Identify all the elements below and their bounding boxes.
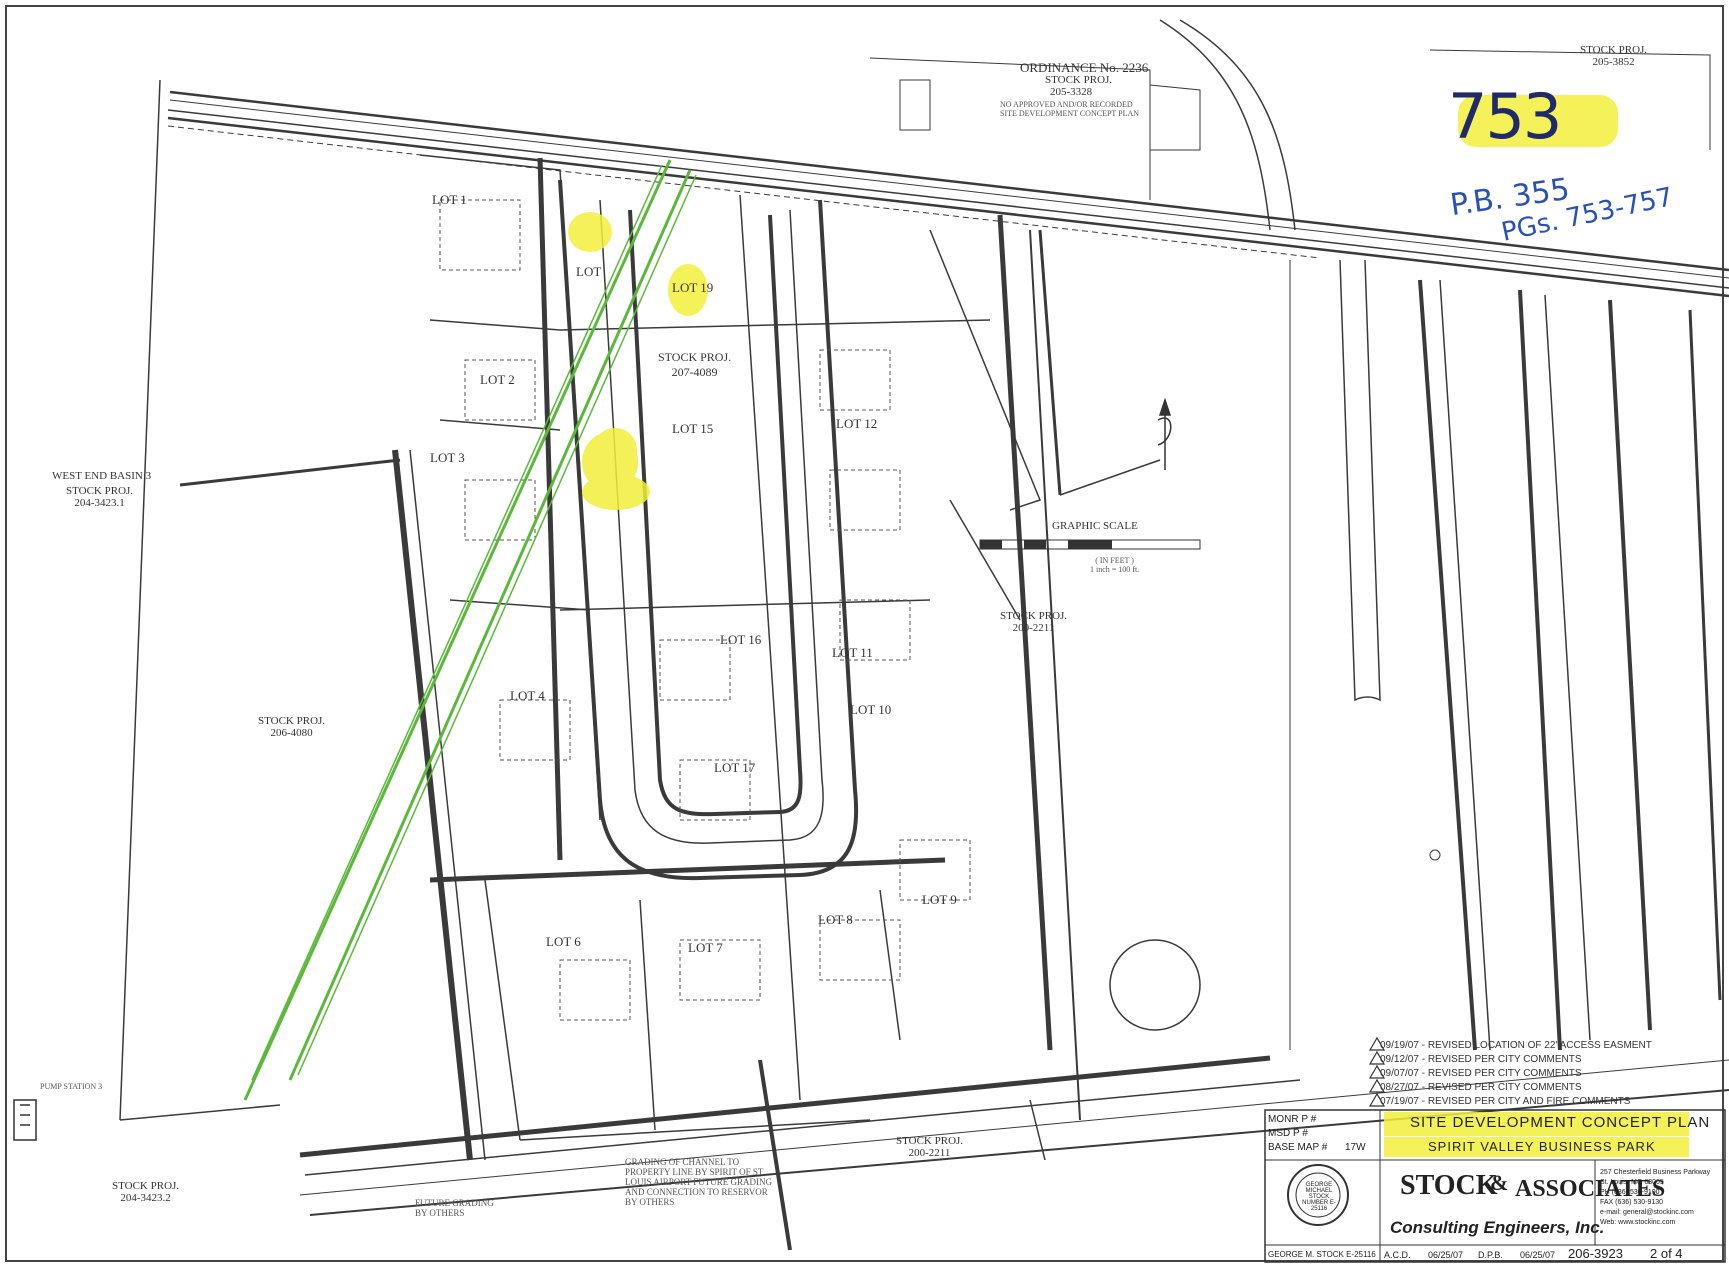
stock-proj-207-4089: STOCK PROJ. 207-4089 bbox=[658, 350, 732, 379]
lot-label: LOT 2 bbox=[480, 372, 515, 387]
title-block-frame bbox=[1264, 1109, 1726, 1263]
drawn-by: A.C.D. bbox=[1384, 1250, 1411, 1260]
project-name: SPIRIT VALLEY BUSINESS PARK bbox=[1428, 1139, 1656, 1154]
lot-label: LOT 15 bbox=[672, 421, 714, 436]
stock-proj-206-4080: STOCK PROJ. 206-4080 bbox=[258, 715, 326, 739]
ordinance-title: ORDINANCE No. 2236 bbox=[1020, 60, 1149, 75]
lot-label: LOT 8 bbox=[818, 912, 853, 927]
cul-de-sac-road bbox=[1159, 19, 1381, 702]
green-easement-lines bbox=[243, 159, 697, 1101]
graphic-scale-bar bbox=[979, 539, 1201, 550]
handwritten-page-number: 753 bbox=[1448, 80, 1562, 153]
pump-station bbox=[13, 1099, 37, 1141]
north-arrow-icon bbox=[1157, 397, 1172, 470]
firm-name-stock: STOCK bbox=[1400, 1170, 1498, 1201]
revision-note: 09/07/07 - REVISED PER CITY COMMENTS bbox=[1380, 1068, 1582, 1079]
ordinance-number: 205-3328 bbox=[1050, 86, 1093, 98]
lot-lines bbox=[119, 79, 1161, 1251]
firm-subtitle: Consulting Engineers, Inc. bbox=[1390, 1218, 1605, 1237]
lot-label: LOT 16 bbox=[720, 632, 762, 647]
lot-label: LOT bbox=[576, 264, 602, 279]
ordinance-stock-proj: STOCK PROJ. bbox=[1045, 74, 1113, 86]
lot-label: LOT 17 bbox=[714, 760, 756, 775]
lot-label: LOT 12 bbox=[836, 416, 878, 431]
stock-proj-204-3423-2: STOCK PROJ. 204-3423.2 bbox=[112, 1180, 180, 1204]
ordinance-note: NO APPROVED AND/OR RECORDED SITE DEVELOP… bbox=[1000, 100, 1140, 118]
base-map-value: 17W bbox=[1345, 1142, 1366, 1153]
lot-label: LOT 3 bbox=[430, 450, 465, 465]
stock-proj-205-3852: STOCK PROJ. 205-3852 bbox=[1580, 44, 1648, 68]
job-number: 206-3923 bbox=[1568, 1246, 1623, 1261]
revision-note: 09/12/07 - REVISED PER CITY COMMENTS bbox=[1380, 1054, 1582, 1065]
firm-address: 257 Chesterfield Business Parkway St. Lo… bbox=[1600, 1169, 1711, 1226]
revision-note: 07/19/07 - REVISED PER CITY AND FIRE COM… bbox=[1380, 1096, 1631, 1107]
grading-note: GRADING OF CHANNEL TO PROPERTY LINE BY S… bbox=[625, 1157, 773, 1207]
revision-note: 09/19/07 - REVISED LOCATION OF 22' ACCES… bbox=[1380, 1040, 1652, 1051]
date-checked: 06/25/07 bbox=[1520, 1250, 1556, 1260]
lot-label: LOT 9 bbox=[922, 892, 957, 907]
engineer-seal: GEORGE MICHAEL STOCK NUMBER E-25116 bbox=[1302, 1182, 1336, 1212]
future-grading-note: FUTURE GRADING BY OTHERS bbox=[415, 1198, 494, 1218]
main-road bbox=[167, 90, 1729, 298]
lot-label: LOT 11 bbox=[832, 645, 873, 660]
retention-circle bbox=[1109, 939, 1201, 1031]
lot-label: LOT 4 bbox=[510, 688, 545, 703]
interior-road bbox=[558, 179, 859, 881]
graphic-scale-label: GRAPHIC SCALE bbox=[1052, 520, 1138, 532]
right-strips bbox=[1289, 260, 1722, 1051]
stock-proj-200-2211-a: STOCK PROJ. 200-2211 bbox=[1000, 610, 1068, 634]
checked-by: D.P.B. bbox=[1478, 1250, 1503, 1260]
revision-triangles bbox=[1368, 1036, 1386, 1107]
north-parcels bbox=[869, 49, 1711, 861]
firm-name-amp: & bbox=[1490, 1170, 1509, 1195]
revision-note: 08/27/07 - REVISED PER CITY COMMENTS bbox=[1380, 1082, 1582, 1093]
engineer-name: GEORGE M. STOCK E-25116 bbox=[1268, 1250, 1376, 1259]
yellow-highlights bbox=[568, 95, 1689, 1157]
lot-label: LOT 10 bbox=[850, 702, 892, 717]
stock-proj-204-3423-1: STOCK PROJ. 204-3423.1 bbox=[66, 485, 134, 509]
sheet-number: 2 of 4 bbox=[1650, 1246, 1683, 1261]
stock-proj-200-2211-b: STOCK PROJ. 200-2211 bbox=[896, 1135, 964, 1159]
lot-label: LOT 7 bbox=[688, 940, 723, 955]
sheet-border bbox=[5, 5, 1724, 1262]
lot-label: LOT 6 bbox=[546, 934, 581, 949]
pump-station-label: PUMP STATION 3 bbox=[40, 1082, 103, 1091]
drainage-channel bbox=[179, 449, 946, 1161]
msd-label: MSD P # bbox=[1268, 1128, 1308, 1139]
sheet-title: SITE DEVELOPMENT CONCEPT PLAN bbox=[1410, 1114, 1711, 1131]
scale-note: ( IN FEET ) 1 inch = 100 ft. bbox=[1090, 556, 1140, 574]
base-map-label: BASE MAP # bbox=[1268, 1142, 1328, 1153]
lot-label: LOT 1 bbox=[432, 192, 467, 207]
building-footprints bbox=[439, 199, 971, 1021]
date-drawn: 06/25/07 bbox=[1428, 1250, 1464, 1260]
monr-label: MONR P # bbox=[1268, 1114, 1317, 1125]
west-end-basin-label: WEST END BASIN 3 bbox=[52, 470, 152, 482]
lot-label: LOT 19 bbox=[672, 280, 714, 295]
firm-name-associates: ASSOCIATES bbox=[1515, 1176, 1666, 1202]
